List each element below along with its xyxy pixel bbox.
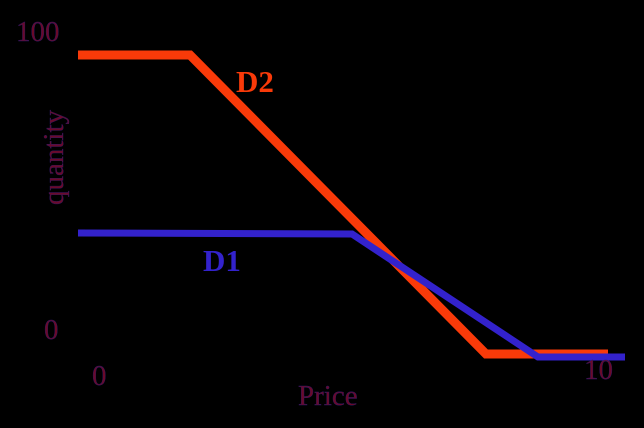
y-axis-max-tick-label: 100: [16, 16, 60, 48]
y-axis-zero-tick-label: 0: [44, 314, 59, 346]
series-label-d2: D2: [236, 64, 274, 99]
x-axis-title: Price: [298, 380, 358, 412]
series-label-d1: D1: [203, 243, 241, 278]
x-axis-zero-tick-label: 0: [92, 360, 107, 392]
x-axis-max-tick-label: 10: [584, 354, 613, 386]
y-axis-title: quantity: [38, 109, 70, 205]
demand-curve-d1: [77, 229, 625, 361]
demand-curve-d2: [78, 50, 608, 359]
